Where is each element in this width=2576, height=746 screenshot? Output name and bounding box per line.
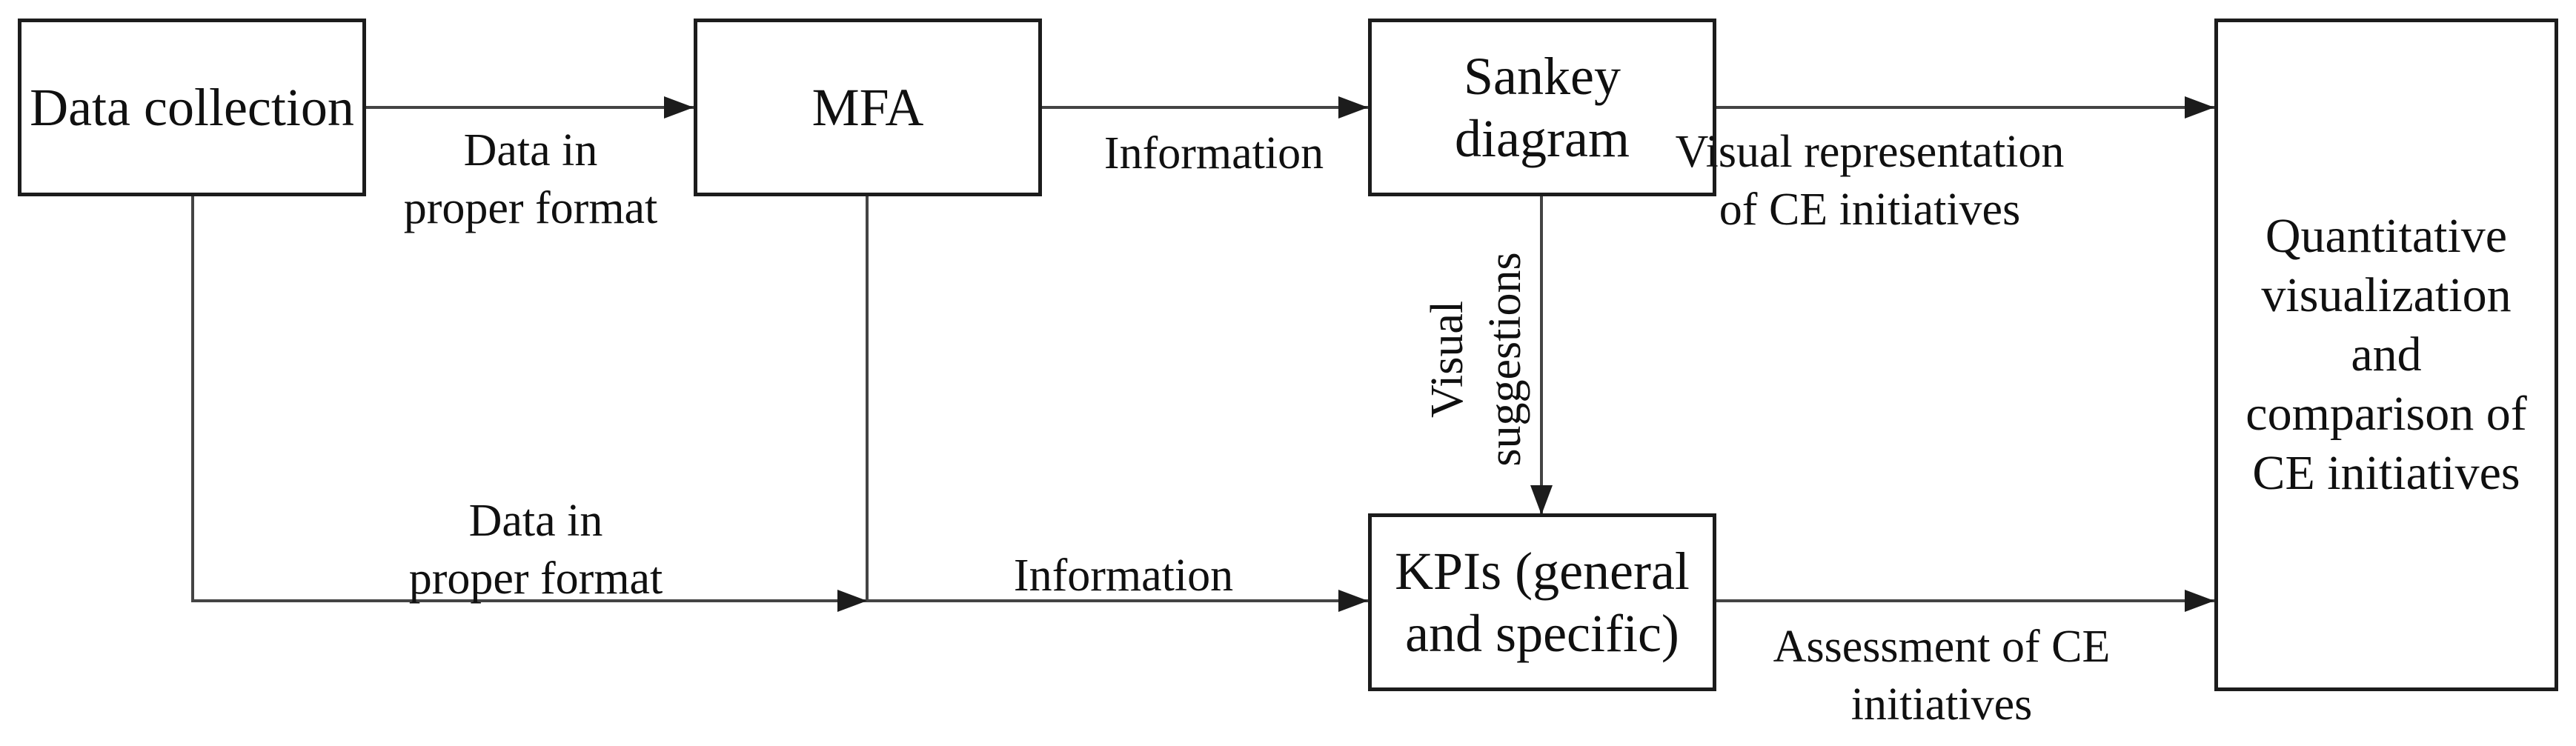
node-sankey-diagram: Sankey diagram [1368,19,1716,196]
arrowhead-into-kpis-left-icon [1338,590,1368,612]
edge-label-data-in-proper-format-top: Data in proper format [403,125,658,233]
flow-line-sankey-to-outcome [1716,106,2214,109]
flow-line-kpis-to-outcome [1716,599,2214,602]
flow-line-sankey-to-kpis [1540,195,1543,515]
arrowhead-into-outcome-bottom-icon [2185,590,2214,612]
flow-line-datacollection-to-mfa [366,106,694,109]
edge-label-data-in-proper-format-bottom: Data in proper format [408,496,663,604]
arrowhead-into-mfa-icon [664,96,694,119]
arrowhead-bottom-junction-icon [837,590,867,612]
node-mfa: MFA [694,19,1042,196]
edge-label-information-top: Information [1103,128,1324,179]
edge-label-visual-suggestions: Visual suggestions [1422,252,1530,467]
flow-line-datacollection-drop [191,195,194,601]
node-quantitative-visualization: Quantitative visualization and compariso… [2214,19,2558,691]
edge-label-information-bottom: Information [1013,550,1234,601]
edge-label-assessment: Assessment of CE initiatives [1773,622,2111,730]
flow-line-mfa-to-sankey [1042,106,1368,109]
edge-label-visual-representation: Visual representation of CE initiatives [1675,127,2065,235]
node-kpis: KPIs (general and specific) [1368,513,1716,691]
arrowhead-into-kpis-top-icon [1530,485,1553,515]
flow-line-mfa-drop [866,195,869,601]
arrowhead-into-outcome-top-icon [2185,96,2214,119]
flow-line-bottom-to-kpis [191,599,1368,602]
node-data-collection: Data collection [18,19,366,196]
arrowhead-into-sankey-icon [1338,96,1368,119]
